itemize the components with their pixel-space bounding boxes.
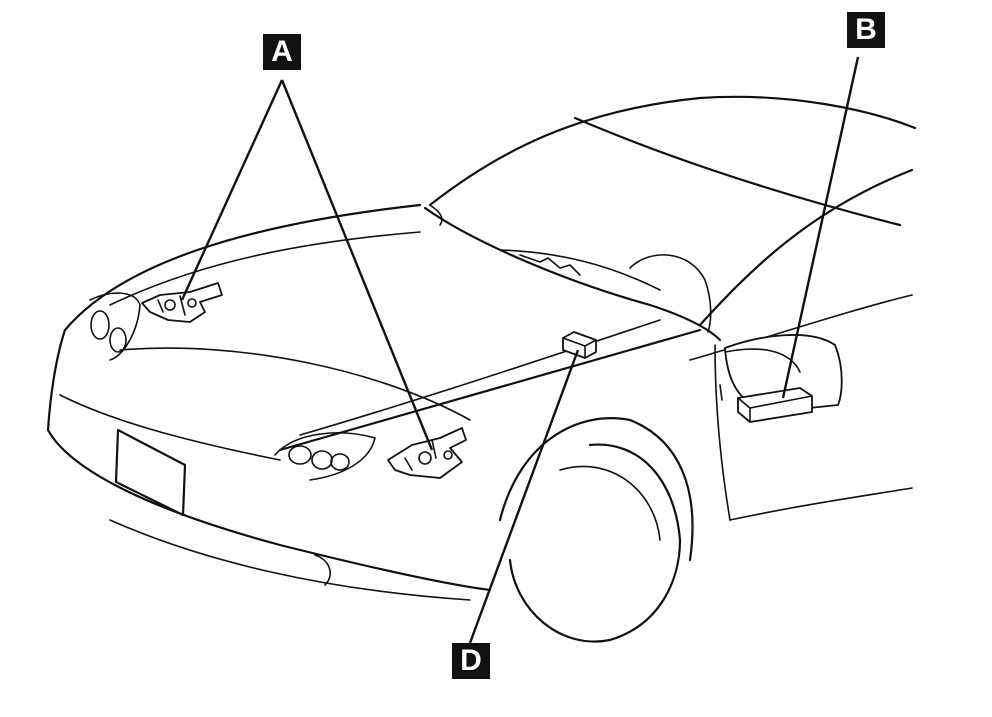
hood-crease-upper	[109, 231, 421, 306]
leader-a-left	[180, 79, 284, 301]
headlight-right-housing	[274, 432, 376, 481]
dash-vents	[519, 254, 581, 276]
connector-block-icon	[562, 331, 597, 359]
hood-front-edge	[63, 203, 422, 332]
license-plate	[114, 428, 187, 517]
callout-label-a: A	[263, 34, 301, 70]
belt-line	[689, 294, 913, 361]
hood-vent-line	[299, 319, 661, 436]
side-window	[698, 168, 914, 327]
door-line	[714, 344, 731, 521]
hood-side-edge	[278, 328, 702, 452]
a-pillar	[429, 204, 443, 226]
body-rocker	[729, 487, 913, 521]
lower-valance	[109, 519, 471, 601]
hood-crease-lower	[119, 347, 471, 421]
front-tire	[508, 443, 682, 643]
headlight-left-housing	[89, 292, 141, 361]
windshield-base	[423, 206, 722, 342]
steering-wheel	[629, 254, 712, 333]
tire-inner	[559, 465, 661, 541]
leader-b	[781, 56, 860, 399]
headlight-bracket-icon	[387, 427, 467, 479]
headlight-left-outer	[90, 310, 110, 340]
dashboard-line	[499, 249, 661, 291]
windshield-top	[573, 116, 902, 227]
front-fender-arch	[498, 417, 694, 562]
callout-label-b: B	[847, 12, 885, 48]
front-fascia	[46, 328, 492, 592]
headlight-bracket-icon	[141, 282, 223, 323]
headlight-right-inner	[330, 453, 350, 471]
callout-label-d: D	[452, 643, 490, 679]
roof-line	[428, 95, 917, 207]
bumper-line	[59, 394, 281, 461]
headlight-right-outer	[288, 445, 312, 465]
control-module-icon	[724, 334, 843, 423]
headlight-left-inner	[109, 327, 127, 353]
leader-a-right	[280, 79, 434, 451]
door-handle	[719, 384, 723, 401]
headlight-right-mid	[311, 450, 333, 470]
fog-light-left	[314, 554, 331, 586]
leader-d	[468, 349, 580, 644]
